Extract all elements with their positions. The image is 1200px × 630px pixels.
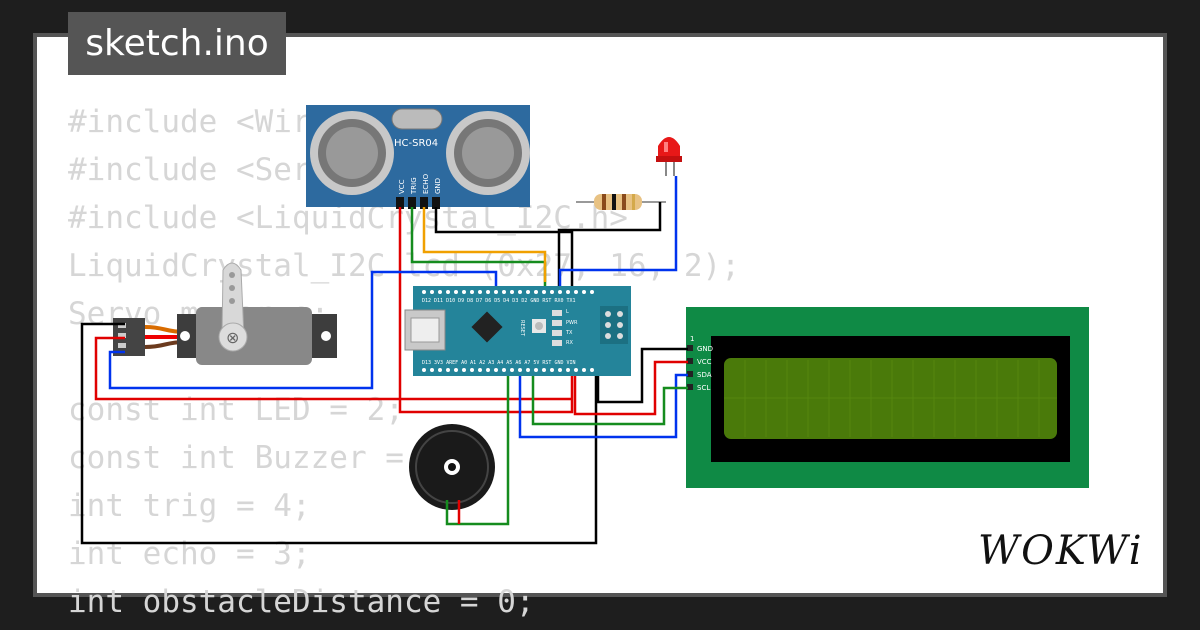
lcd-pin[interactable]: [687, 384, 693, 390]
wire-sensor-gnd[interactable]: [434, 207, 574, 286]
led-l: [552, 310, 562, 316]
icsp-header: [600, 306, 628, 344]
sensor-pin-label-trig: TRIG: [410, 177, 418, 195]
led-pwr: [552, 320, 562, 326]
lcd-pin[interactable]: [687, 358, 693, 364]
led-bulb: [658, 137, 680, 158]
ultrasonic-sensor[interactable]: HC-SR04 VCC TRIG ECHO GND: [306, 105, 530, 209]
lcd-pin-label-scl: SCL: [697, 384, 710, 392]
resistor-band: [612, 194, 616, 210]
nano-led-rx-label: RX: [566, 340, 573, 346]
servo-mount-hole: [180, 331, 190, 341]
lcd-pin-one-label: 1: [690, 335, 694, 343]
servo-body: [196, 307, 312, 365]
servo-hub: [218, 322, 248, 352]
code-line: int trig = 4;: [68, 488, 311, 524]
resistor-band: [632, 194, 635, 210]
lcd-pin-label-vcc: VCC: [697, 358, 712, 366]
sensor-pin-label-vcc: VCC: [398, 179, 406, 194]
servo-connector-pin: [118, 323, 126, 328]
led-base: [656, 156, 682, 162]
nano-top-pin-labels: D12 D11 D10 D9 D8 D7 D6 D5 D4 D3 D2 GND …: [422, 298, 576, 304]
sensor-crystal: [391, 108, 443, 130]
resistor-band: [602, 194, 606, 210]
nano-bottom-pin-labels: D13 3V3 AREF A0 A1 A2 A3 A4 A5 A6 A7 5V …: [422, 360, 576, 366]
code-line: LiquidCrystal_I2C lcd (0x27, 16, 2);: [68, 248, 740, 284]
sensor-transducer-right-mesh: [462, 127, 514, 179]
lcd-character-grid: [724, 360, 1057, 437]
servo-horn-hole: [229, 285, 235, 291]
servo-horn-hole: [229, 298, 235, 304]
resistor-band: [622, 194, 626, 210]
led-highlight: [664, 142, 668, 152]
led-tx: [552, 330, 562, 336]
wire-lcd-vcc[interactable]: [573, 360, 688, 416]
servo-connector-pin: [118, 343, 126, 348]
led-rx: [552, 340, 562, 346]
lcd-pin-label-sda: SDA: [697, 371, 712, 379]
servo-connector-pin: [118, 333, 126, 338]
lcd-display[interactable]: 1 GND VCC SDA SCL: [686, 307, 1089, 488]
wire-servo-signal[interactable]: [108, 270, 498, 390]
servo-mount-hole: [321, 331, 331, 341]
file-name-tab[interactable]: sketch.ino: [68, 12, 286, 75]
sensor-pins[interactable]: [396, 197, 440, 209]
mcu-chip: [471, 311, 503, 343]
arduino-nano[interactable]: D12 D11 D10 D9 D8 D7 D6 D5 D4 D3 D2 GND …: [404, 286, 631, 376]
wire-led-d2[interactable]: [558, 176, 678, 286]
lcd-pin-label-gnd: GND: [697, 345, 713, 353]
wire-resistor-gnd[interactable]: [557, 202, 662, 286]
servo-motor[interactable]: ⊗: [113, 262, 337, 365]
wire-lcd-scl[interactable]: [531, 376, 688, 426]
wokwi-logo-text: WOKWi: [978, 528, 1144, 574]
wokwi-logo: WOKWi: [978, 528, 1144, 574]
nano-bottom-pins[interactable]: [422, 368, 594, 372]
red-led[interactable]: [656, 137, 682, 176]
sensor-model-label: HC-SR04: [394, 138, 438, 149]
nano-reset-label: RESET: [519, 320, 525, 337]
nano-led-l-label: L: [566, 309, 569, 315]
sensor-pin-label-gnd: GND: [434, 178, 442, 194]
wires: [80, 176, 688, 545]
wire-sensor-trig[interactable]: [410, 207, 547, 286]
sensor-transducer-left-mesh: [326, 127, 378, 179]
servo-horn-hole: [229, 272, 235, 278]
usb-port: [410, 317, 440, 343]
icsp-pins: [605, 311, 623, 339]
wire-sensor-echo[interactable]: [422, 207, 547, 282]
wire-lcd-gnd[interactable]: [596, 347, 688, 404]
reset-button-knob[interactable]: [535, 322, 543, 330]
wire-servo-gnd[interactable]: [80, 322, 598, 545]
buzzer[interactable]: [409, 424, 495, 510]
wire-lcd-sda[interactable]: [518, 373, 688, 439]
servo-screw-icon: ⊗: [226, 328, 239, 347]
nano-top-pins[interactable]: [422, 290, 594, 294]
nano-led-pwr-label: PWR: [566, 320, 578, 326]
resistor[interactable]: [576, 194, 666, 210]
wire-buzzer-d5[interactable]: [445, 376, 510, 526]
wire-servo-vcc[interactable]: [94, 336, 572, 401]
lcd-pin[interactable]: [687, 345, 693, 351]
buzzer-hole-center: [448, 463, 456, 471]
code-line: int obstacleDistance = 0;: [68, 584, 535, 620]
lcd-pin[interactable]: [687, 371, 693, 377]
wire-sensor-vcc[interactable]: [398, 207, 574, 414]
buzzer-ring: [415, 430, 489, 504]
nano-board: [413, 286, 631, 376]
nano-led-tx-label: TX: [565, 330, 573, 336]
sensor-pin-label-echo: ECHO: [422, 173, 430, 194]
